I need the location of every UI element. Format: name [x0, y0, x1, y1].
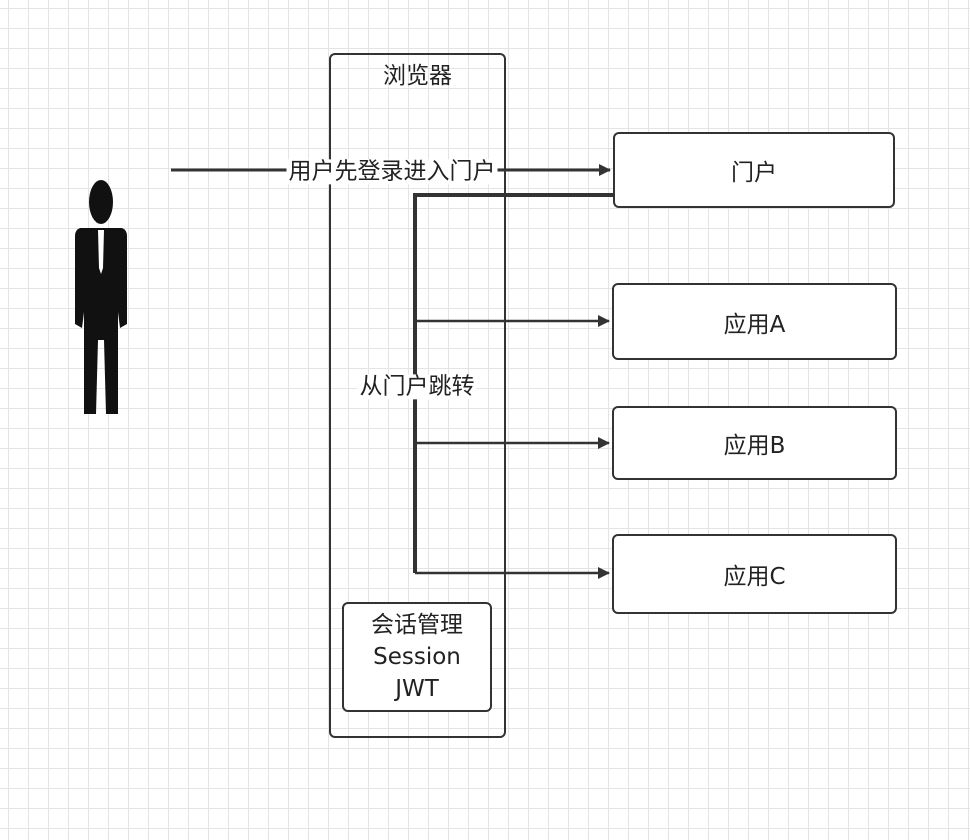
- app-b-label: 应用B: [723, 433, 786, 459]
- portal-label: 门户: [731, 160, 777, 186]
- session-management-box: 会话管理 Session JWT: [342, 602, 492, 712]
- session-label: 会话管理: [371, 612, 463, 638]
- jwt-label: JWT: [395, 676, 439, 702]
- app-b-node: 应用B: [612, 406, 897, 480]
- app-a-label: 应用A: [723, 311, 786, 338]
- portal-node: 门户: [613, 132, 895, 208]
- redirect-edge-label: 从门户跳转: [357, 373, 477, 400]
- app-a-node: 应用A: [612, 283, 897, 360]
- browser-container: [329, 53, 506, 738]
- redirect-bus: [413, 193, 614, 573]
- app-c-label: 应用C: [723, 564, 786, 590]
- app-c-node: 应用C: [612, 534, 897, 614]
- person-icon: [75, 180, 127, 414]
- browser-title: 浏览器: [383, 63, 452, 89]
- login-edge-label: 用户先登录进入门户: [286, 158, 498, 185]
- session-type-label: Session: [373, 644, 461, 670]
